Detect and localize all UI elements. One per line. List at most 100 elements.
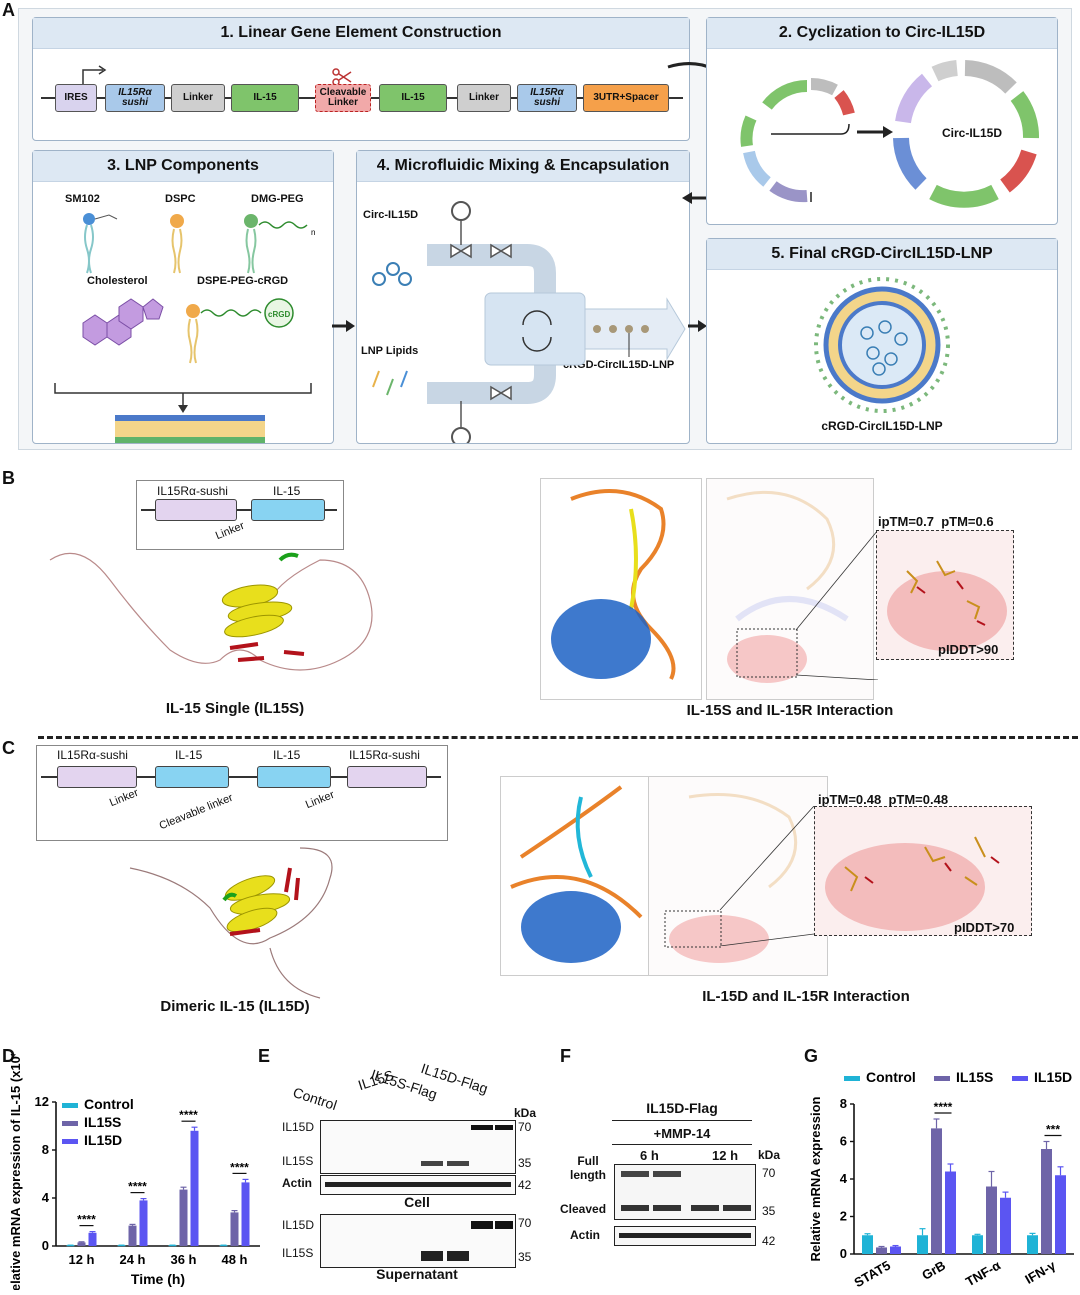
significance-stars: **** [77, 1213, 96, 1227]
blot-f-title-line [612, 1120, 752, 1121]
gene-linker-2: Linker [457, 84, 511, 112]
arrow-to-mixing [332, 320, 355, 332]
bar-il15d [945, 1171, 956, 1254]
bar-il15d [1055, 1175, 1066, 1254]
x-tick-label: 48 h [221, 1252, 247, 1267]
panel-label-g: G [804, 1046, 819, 1066]
zoom-lines-b [795, 530, 879, 680]
construct-c-sushi2-box [347, 766, 427, 788]
construct-c-il15-2-box [257, 766, 331, 788]
lipid-sm102: SM102 [65, 193, 100, 205]
scissors-icon [332, 68, 352, 86]
bar-il15s [876, 1247, 887, 1254]
lipid-dmg-peg: DMG-PEG [251, 193, 304, 205]
panel-c-plddt: pIDDT>70 [954, 920, 1015, 935]
construct-b-line [141, 509, 337, 511]
box2-title: 2. Cyclization to Circ-IL15D [707, 18, 1057, 49]
legend-label-control: Control [866, 1069, 916, 1085]
legend-label-il15d: IL15D [1034, 1069, 1072, 1085]
x-tick-label: TNF-α [963, 1258, 1003, 1290]
blot-e-actin [320, 1175, 516, 1195]
gene-cleavable-linker: Cleavable Linker [315, 84, 371, 112]
il15s-interaction-zoom [876, 530, 1014, 660]
y-tick-label: 8 [42, 1142, 49, 1157]
bar-il15s [1041, 1149, 1052, 1254]
blot-e-kda: kDa [514, 1106, 537, 1120]
significance-stars: **** [934, 1100, 953, 1114]
zoom-lines-c [719, 806, 815, 946]
bar-il15d [139, 1200, 148, 1246]
bar-control [917, 1235, 928, 1254]
panel-label-a: A [2, 0, 15, 20]
blot-e-sup-row-il15s: IL15S [282, 1246, 314, 1260]
y-tick-label: 2 [840, 1209, 847, 1224]
panel-label-d: D [2, 1046, 15, 1066]
significance-stars: **** [230, 1160, 249, 1174]
construct-c-line [41, 776, 441, 778]
blot-f-actin [614, 1226, 756, 1246]
y-tick-label: 0 [840, 1246, 847, 1261]
x-tick-label: 36 h [170, 1252, 196, 1267]
bar-control [66, 1245, 75, 1247]
legend-swatch-control [844, 1076, 860, 1081]
bar-il15d [190, 1130, 199, 1246]
y-tick-label: 12 [35, 1094, 49, 1109]
y-axis-label: Relative mRNA expression [808, 1096, 823, 1261]
x-axis-label: Time (h) [131, 1271, 185, 1287]
x-tick-label: STAT5 [852, 1258, 893, 1291]
panel-label-e: E [258, 1046, 271, 1066]
legend-label-il15s: IL15S [956, 1069, 993, 1085]
bar-control [1027, 1235, 1038, 1254]
x-tick-label: IFN-γ [1022, 1257, 1058, 1287]
blot-e-cell [320, 1120, 516, 1174]
box5-title: 5. Final cRGD-CircIL15D-LNP [707, 239, 1057, 270]
x-tick-label: GrB [919, 1258, 948, 1283]
blot-e-sup-row-il15d: IL15D [282, 1218, 315, 1232]
bar-il15d [241, 1182, 250, 1246]
legend-label-il15s: IL15S [84, 1114, 121, 1130]
lipid-cholesterol: Cholesterol [87, 275, 148, 287]
y-axis-label: Relative mRNA expression of IL-15 (x10³) [8, 1054, 23, 1290]
panel-label-f: F [560, 1046, 571, 1066]
legend-label-control: Control [84, 1096, 134, 1112]
bar-il15s [128, 1225, 137, 1246]
blot-f-marker-42: 42 [762, 1234, 776, 1248]
blot-e-row-il15d: IL15D [282, 1120, 315, 1134]
blot-f-time-6h: 6 h [640, 1148, 659, 1163]
y-tick-label: 4 [840, 1171, 848, 1186]
bar-il15s [931, 1128, 942, 1254]
bar-il15s [77, 1242, 86, 1246]
blot-f-marker-70: 70 [762, 1166, 776, 1180]
construct-c-cleavable: Cleavable linker [157, 791, 235, 833]
box4-title: 4. Microfluidic Mixing & Encapsulation [357, 151, 689, 182]
divider-b-c [38, 736, 1078, 739]
blot-f-treatment-line [612, 1144, 752, 1145]
blot-e-row-il15s: IL15S [282, 1154, 314, 1168]
construct-c-linker2: Linker [303, 788, 337, 812]
blot-e-sup-label: Supernatant [376, 1266, 458, 1282]
gene-il15ra-sushi-1: IL15Rα sushi [105, 84, 165, 112]
construct-c-sushi1-label: IL15Rα-sushi [57, 748, 128, 762]
significance-stars: **** [179, 1108, 198, 1122]
blot-f-main [614, 1164, 756, 1220]
box3-title: 3. LNP Components [33, 151, 333, 182]
box-final-lnp: 5. Final cRGD-CircIL15D-LNP cRGD-CircIL1… [706, 238, 1058, 444]
legend-swatch-il15d [62, 1139, 78, 1144]
panel-b-left-caption: IL-15 Single (IL15S) [165, 700, 305, 717]
blot-f-time-12h: 12 h [712, 1148, 739, 1163]
x-tick-label: 24 h [119, 1252, 145, 1267]
mix-lipid-label: LNP Lipids [361, 345, 419, 357]
panel-b-right-caption: IL-15S and IL-15R Interaction [686, 702, 894, 719]
y-tick-label: 6 [840, 1134, 847, 1149]
construct-c-sushi2-label: IL15Rα-sushi [349, 748, 420, 762]
construct-b-sushi-box [155, 499, 237, 521]
construct-c-il15-2-label: IL-15 [273, 748, 301, 762]
construct-c-linker1: Linker [107, 786, 141, 810]
lipid-dspe-peg-crgd: DSPE-PEG-cRGD [197, 275, 289, 287]
bar-control [168, 1245, 177, 1247]
box-microfluidic: 4. Microfluidic Mixing & Encapsulation C… [356, 150, 690, 444]
blot-e-sup-marker-70: 70 [518, 1216, 532, 1230]
panel-label-b: B [2, 468, 15, 488]
bar-il15s [986, 1186, 997, 1254]
blot-e-sup-marker-35: 35 [518, 1250, 532, 1264]
